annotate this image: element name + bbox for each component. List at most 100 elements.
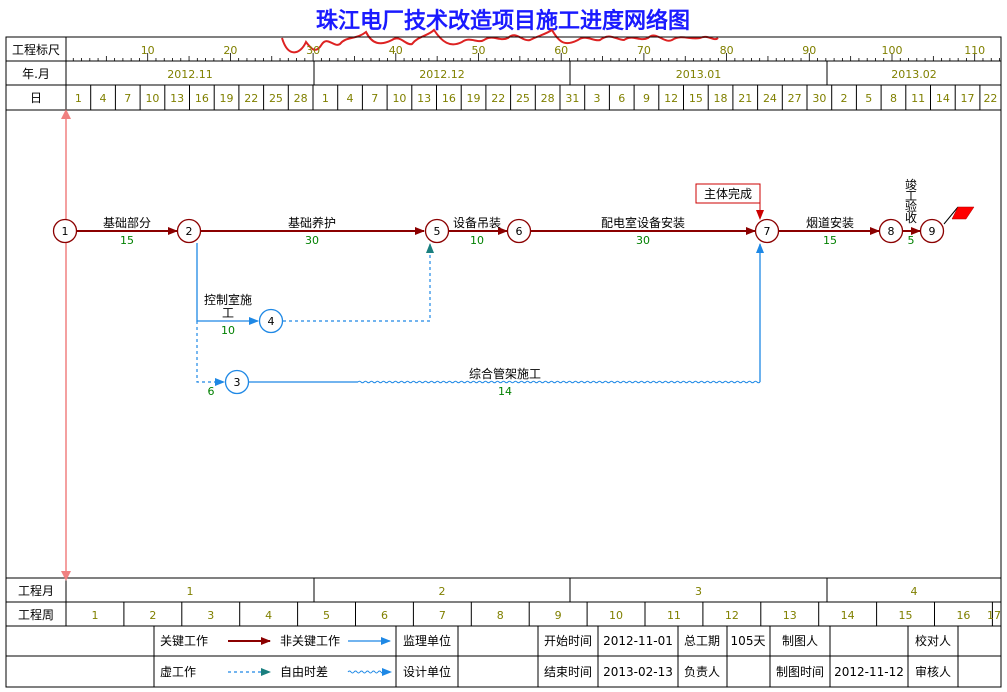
day-cell: 27 bbox=[788, 92, 802, 105]
day-cell: 21 bbox=[738, 92, 752, 105]
duration-label: 总工期 bbox=[684, 634, 720, 648]
activity-name: 烟道安装 bbox=[806, 215, 854, 230]
svg-text:1: 1 bbox=[62, 225, 69, 238]
activity-name: 基础养护 bbox=[288, 215, 336, 230]
scale-tick-label: 30 bbox=[306, 44, 320, 57]
legend-free-float-head bbox=[382, 668, 392, 676]
proofreader-label: 校对人 bbox=[915, 633, 951, 648]
legend-critical-label: 关键工作 bbox=[160, 634, 208, 648]
day-cell: 16 bbox=[195, 92, 209, 105]
project-week-cell: 12 bbox=[725, 609, 739, 622]
scale-tick-label: 50 bbox=[472, 44, 486, 57]
project-month-cell: 2 bbox=[439, 585, 446, 598]
start-time-value: 2012-11-01 bbox=[603, 634, 673, 648]
project-week-cell: 6 bbox=[381, 609, 388, 622]
scale-tick-label: 80 bbox=[720, 44, 734, 57]
activity-name: 配电室设备安装 bbox=[601, 215, 685, 230]
project-week-cell: 8 bbox=[497, 609, 504, 622]
day-cell: 1 bbox=[322, 92, 329, 105]
day-cell: 15 bbox=[689, 92, 703, 105]
start-time-label: 开始时间 bbox=[544, 634, 592, 648]
activity-duration: 10 bbox=[221, 324, 235, 337]
project-week-cell: 2 bbox=[149, 609, 156, 622]
day-cell: 19 bbox=[220, 92, 234, 105]
project-month-label: 工程月 bbox=[18, 583, 54, 598]
project-month-cell: 4 bbox=[911, 585, 918, 598]
dummy-arrow-2-3 bbox=[196, 321, 225, 386]
nodes: 1 2 3 4 5 6 7 8 9 bbox=[52, 218, 945, 395]
project-week-cell: 3 bbox=[207, 609, 214, 622]
end-time-value: 2013-02-13 bbox=[603, 665, 673, 679]
scale-tick-label: 40 bbox=[389, 44, 403, 57]
node: 8 bbox=[878, 218, 904, 244]
day-cell: 25 bbox=[516, 92, 530, 105]
day-cell: 28 bbox=[541, 92, 555, 105]
day-cell: 31 bbox=[565, 92, 579, 105]
project-week-cell: 5 bbox=[323, 609, 330, 622]
activity-name-wrapped: 控制室施工 bbox=[204, 292, 252, 320]
day-cell: 12 bbox=[664, 92, 678, 105]
project-week-cell: 15 bbox=[899, 609, 913, 622]
project-week-cell: 13 bbox=[783, 609, 797, 622]
header-grid bbox=[6, 37, 1001, 657]
draw-time-label: 制图时间 bbox=[776, 665, 824, 679]
activity-duration: 30 bbox=[305, 234, 319, 247]
design-label: 设计单位 bbox=[403, 664, 451, 679]
svg-text:2: 2 bbox=[186, 225, 193, 238]
chart-frame bbox=[5, 36, 1002, 688]
day-cell: 3 bbox=[594, 92, 601, 105]
day-cell: 11 bbox=[911, 92, 925, 105]
activity-labels: 基础部分 15 基础养护 30 设备吊装 10 配电室设备安装 30 烟道安装 … bbox=[103, 177, 917, 398]
node: 9 bbox=[919, 218, 945, 244]
milestone-box bbox=[695, 183, 761, 204]
day-cell: 22 bbox=[244, 92, 258, 105]
activity-duration: 15 bbox=[823, 234, 837, 247]
day-cell: 2 bbox=[841, 92, 848, 105]
day-cell: 4 bbox=[347, 92, 354, 105]
activity-duration: 14 bbox=[498, 385, 512, 398]
project-week-cell: 17 bbox=[987, 609, 1001, 622]
day-cell: 10 bbox=[392, 92, 406, 105]
activity-name: 设备吊装 bbox=[453, 216, 501, 230]
activity-name: 基础部分 bbox=[103, 215, 151, 230]
duration-value: 105天 bbox=[731, 634, 766, 648]
day-cell: 9 bbox=[643, 92, 650, 105]
activity-duration: 6 bbox=[208, 385, 215, 398]
milestone-label: 主体完成 bbox=[704, 186, 752, 201]
day-cell: 6 bbox=[618, 92, 625, 105]
supervisor-label: 监理单位 bbox=[403, 633, 451, 648]
day-cell: 24 bbox=[763, 92, 777, 105]
day-cell: 1 bbox=[75, 92, 82, 105]
reviewer-label: 审核人 bbox=[915, 664, 951, 679]
day-cell: 13 bbox=[417, 92, 431, 105]
node: 5 bbox=[424, 218, 450, 244]
month-cell: 2012.12 bbox=[419, 68, 465, 81]
project-week-cell: 4 bbox=[265, 609, 272, 622]
activity-duration: 10 bbox=[470, 234, 484, 247]
legend-free-float-wave bbox=[347, 670, 383, 674]
project-week-cell: 7 bbox=[439, 609, 446, 622]
node: 6 bbox=[506, 218, 532, 244]
activity-duration: 30 bbox=[636, 234, 650, 247]
activity-name-vertical: 竣工验收 bbox=[905, 177, 917, 225]
day-cell: 4 bbox=[100, 92, 107, 105]
svg-text:5: 5 bbox=[434, 225, 441, 238]
noncritical-activities bbox=[196, 243, 764, 386]
scale-tick-label: 70 bbox=[637, 44, 651, 57]
scale-tick-label: 90 bbox=[802, 44, 816, 57]
page-title: 珠江电厂技术改造项目施工进度网络图 bbox=[316, 8, 690, 34]
activity-duration: 15 bbox=[120, 234, 134, 247]
svg-text:4: 4 bbox=[268, 315, 275, 328]
scale-tick-label: 20 bbox=[223, 44, 237, 57]
project-week-cell: 16 bbox=[956, 609, 970, 622]
day-cell: 17 bbox=[961, 92, 975, 105]
draw-time-value: 2012-11-12 bbox=[834, 665, 904, 679]
free-float-wavy-3-7 bbox=[357, 380, 761, 384]
legend-noncritical-label: 非关键工作 bbox=[280, 634, 340, 648]
project-week-cell: 10 bbox=[609, 609, 623, 622]
scale-tick-label: 60 bbox=[554, 44, 568, 57]
node: 3 bbox=[224, 369, 250, 395]
